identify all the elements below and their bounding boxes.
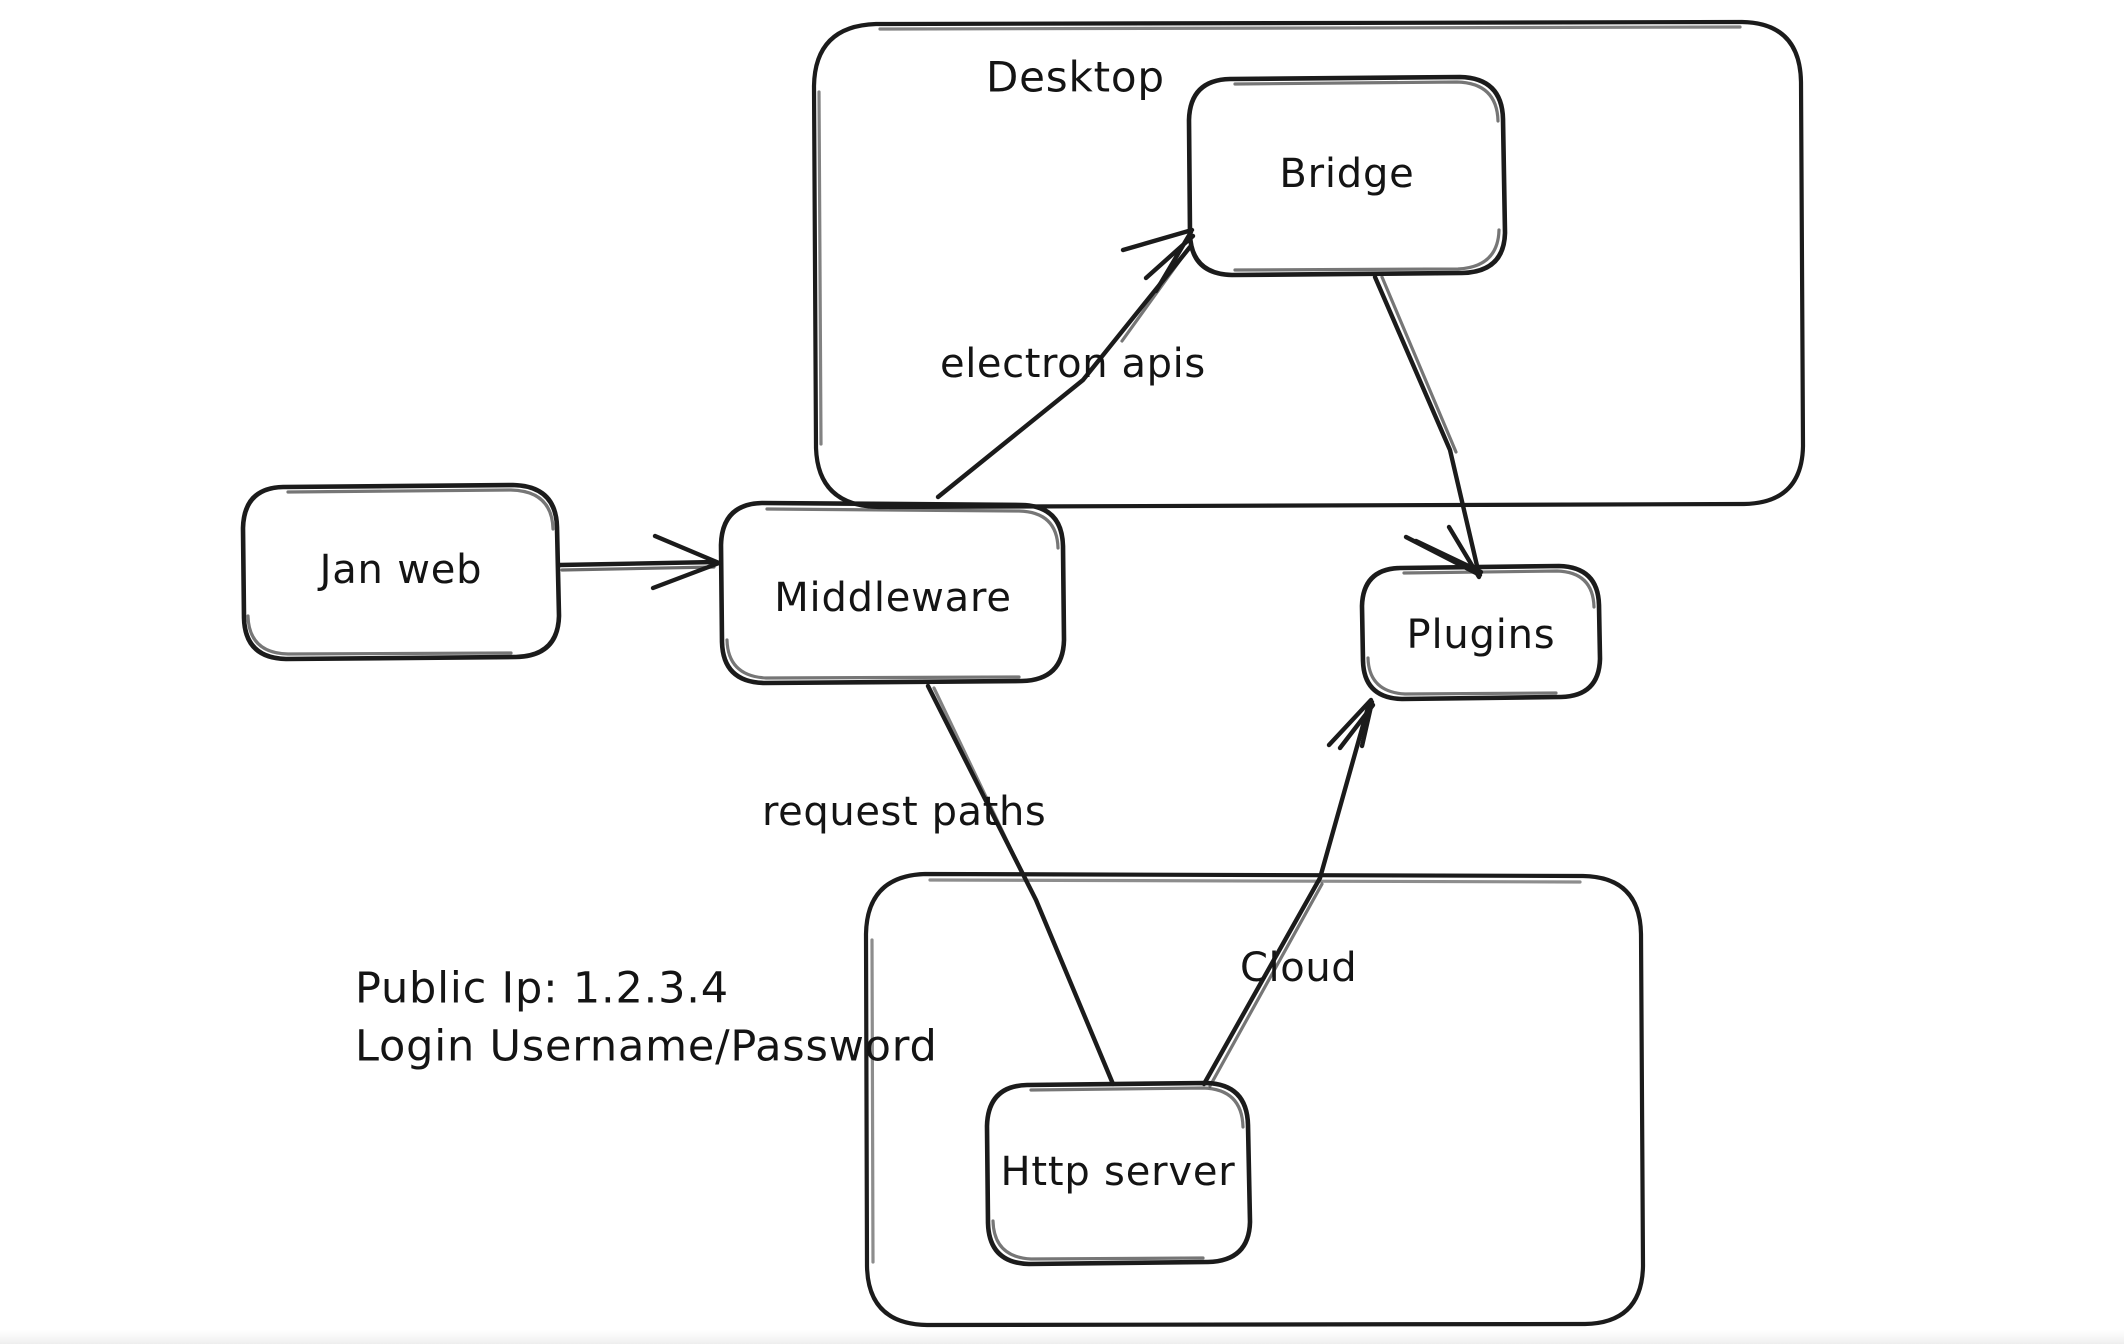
node-middleware[interactable]: Middleware (718, 500, 1067, 686)
middleware-box-outline (718, 500, 1067, 686)
group-label-desktop: Desktop (986, 53, 1165, 102)
bridge-to-plugins-arrowhead (1403, 524, 1484, 580)
middleware-to-bridge-line-overlay (1120, 250, 1188, 343)
note-login: Login Username/Password (355, 1022, 938, 1072)
httpserver-to-plugins-arrowhead (1326, 697, 1376, 751)
edge-middleware-to-httpserver[interactable]: request paths (762, 683, 1116, 1087)
node-http-server[interactable]: Http server (984, 1080, 1253, 1267)
notes-block: Public Ip: 1.2.3.4 Login Username/Passwo… (355, 964, 938, 1072)
bridge-box-outline (1186, 74, 1508, 278)
jan-web-box-sketch-overlay (246, 488, 555, 656)
node-plugins[interactable]: Plugins (1359, 563, 1603, 702)
node-label-jan-web: Jan web (317, 547, 483, 593)
desktop-container-outline (811, 19, 1806, 510)
middleware-to-httpserver-line-overlay (932, 686, 1022, 870)
edge-bridge-to-plugins[interactable] (1372, 274, 1484, 580)
bridge-box-sketch-overlay (1233, 80, 1501, 272)
janweb-to-middleware-line (557, 559, 719, 568)
node-label-middleware: Middleware (774, 575, 1012, 621)
middleware-to-httpserver-line (925, 683, 1116, 1087)
node-jan-web[interactable]: Jan web (240, 482, 562, 662)
plugins-box-sketch-overlay (1366, 569, 1596, 696)
http-server-box-outline (984, 1080, 1253, 1267)
edge-middleware-to-bridge[interactable]: electron apis (935, 227, 1206, 500)
httpserver-to-plugins-line (1201, 701, 1372, 1087)
node-label-bridge: Bridge (1279, 151, 1414, 197)
middleware-to-bridge-arrowhead (1120, 227, 1196, 294)
httpserver-to-plugins-line-overlay (1208, 882, 1324, 1088)
desktop-container-sketch-overlay (817, 25, 1742, 446)
cloud-container-sketch-overlay (870, 878, 1582, 1264)
edge-label-electron-apis: electron apis (940, 341, 1206, 387)
node-bridge[interactable]: Bridge (1186, 74, 1508, 278)
bridge-to-plugins-line (1372, 274, 1481, 573)
jan-web-box-outline (240, 482, 562, 662)
janweb-to-middleware-arrowhead (650, 533, 722, 591)
edge-httpserver-to-plugins[interactable]: Cloud (1201, 697, 1376, 1088)
http-server-box-sketch-overlay (991, 1086, 1245, 1261)
cloud-container-outline (863, 871, 1646, 1328)
edge-label-cloud: Cloud (1240, 945, 1357, 991)
janweb-to-middleware-line-overlay (560, 565, 716, 572)
bridge-to-plugins-line-overlay (1380, 275, 1458, 454)
edge-janweb-to-middleware[interactable] (557, 533, 722, 591)
plugins-box-outline (1359, 563, 1603, 702)
note-public-ip: Public Ip: 1.2.3.4 (355, 964, 729, 1014)
middleware-box-sketch-overlay (725, 507, 1060, 680)
group-cloud[interactable] (863, 871, 1646, 1328)
node-label-plugins: Plugins (1407, 612, 1556, 658)
node-label-http-server: Http server (1001, 1149, 1236, 1195)
group-desktop[interactable]: Desktop (811, 19, 1806, 510)
edge-label-request-paths: request paths (762, 789, 1046, 835)
